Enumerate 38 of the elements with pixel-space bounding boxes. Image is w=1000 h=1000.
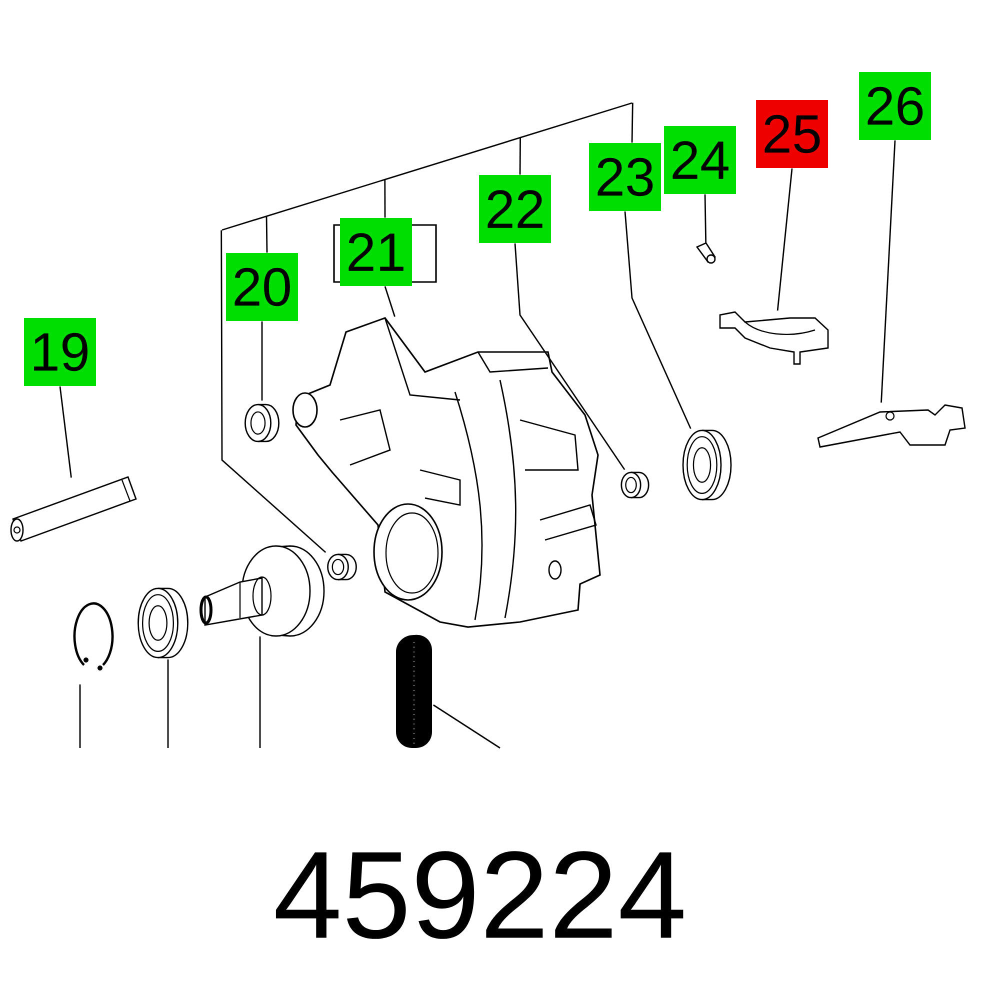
pin-drawing xyxy=(10,476,137,542)
callout-number: 20 xyxy=(226,253,298,321)
leader-line xyxy=(519,138,521,175)
leader-line xyxy=(259,636,261,748)
shaft-drawing xyxy=(200,545,325,637)
part-number: 459224 xyxy=(276,851,684,939)
plate-drawing xyxy=(817,404,966,448)
leader-line xyxy=(433,704,500,749)
leader-line xyxy=(631,102,634,143)
leader-line xyxy=(514,243,626,470)
lever-drawing xyxy=(719,311,829,365)
bushing-drawing xyxy=(244,404,280,442)
callout-number: 21 xyxy=(333,218,437,286)
callout-number: 22 xyxy=(479,175,551,243)
leader-line xyxy=(704,194,707,243)
leader-line xyxy=(776,168,793,311)
threaded-rod-drawing xyxy=(396,634,432,748)
callout-number: 23 xyxy=(589,143,661,211)
callout-number: 26 xyxy=(859,72,932,140)
leader-line xyxy=(167,659,169,748)
leader-line xyxy=(880,140,896,403)
leader-line xyxy=(384,286,396,317)
leader-line xyxy=(266,216,268,253)
leader-line xyxy=(79,684,81,748)
housing-drawing xyxy=(292,317,601,628)
bushing-drawing xyxy=(620,472,650,498)
callout-number: 24 xyxy=(664,126,736,194)
leader-line xyxy=(220,230,326,553)
callout-number: 25 xyxy=(756,100,828,168)
leader-line xyxy=(261,321,263,401)
leader-line xyxy=(624,211,692,429)
leader-line xyxy=(59,386,72,478)
leader-line xyxy=(384,180,386,218)
bearing-drawing xyxy=(682,430,732,500)
circlip-drawing xyxy=(73,602,114,670)
bearing-drawing xyxy=(138,588,188,658)
callout-number: 19 xyxy=(24,318,96,386)
bushing-drawing xyxy=(327,554,357,580)
